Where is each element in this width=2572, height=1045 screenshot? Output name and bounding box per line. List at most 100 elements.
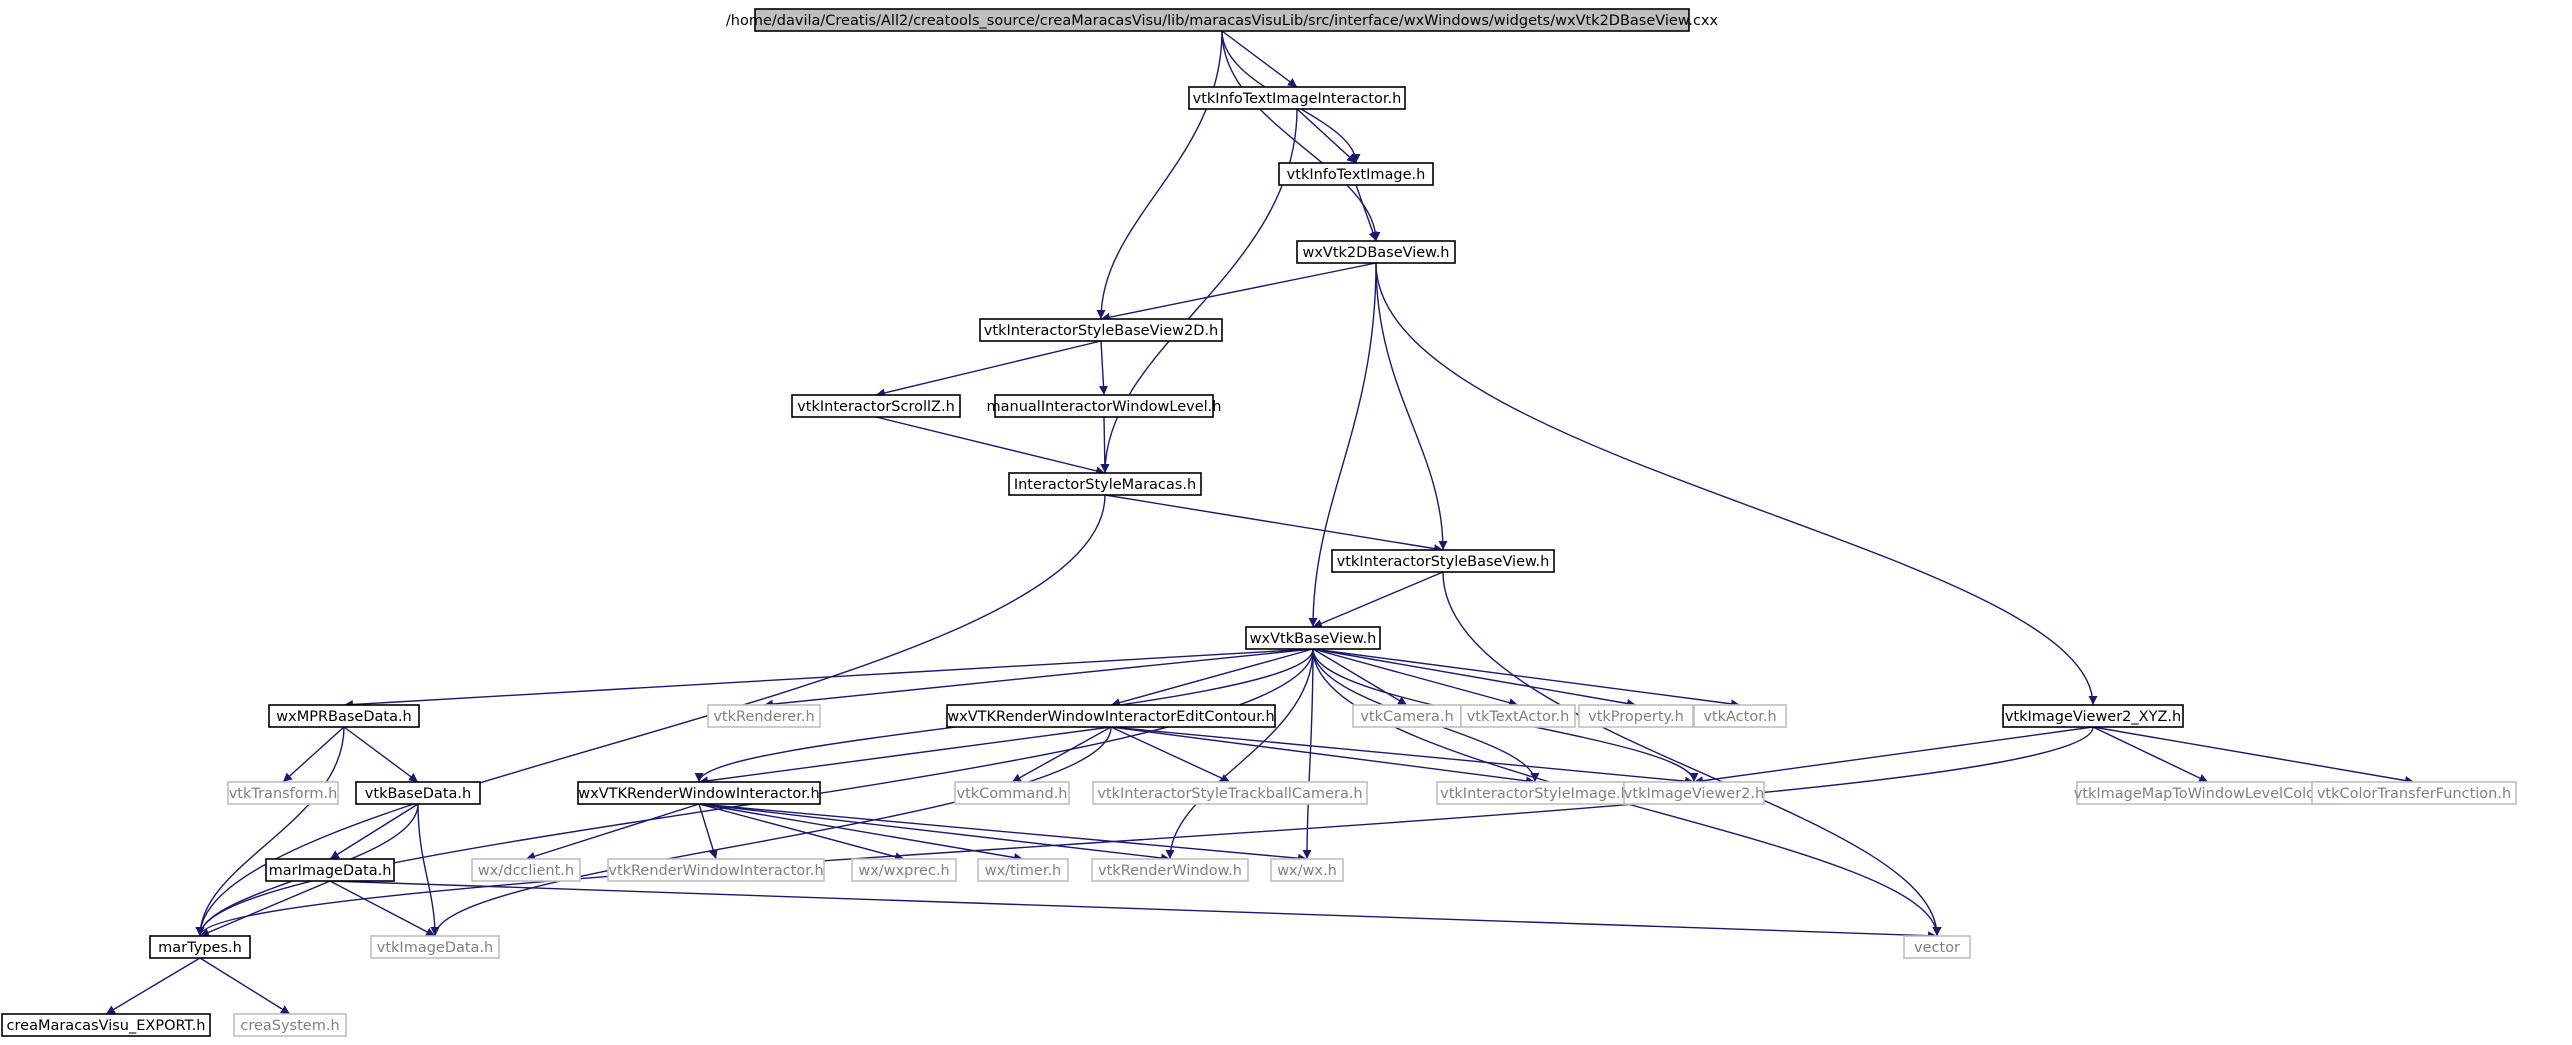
edge-vtk-image-viewer2-xyz-to-vtk-image-viewer2 <box>1693 726 2094 786</box>
node-vtk-interactor-style-trackball-camera: vtkInteractorStyleTrackballCamera.h <box>1092 781 1368 805</box>
edge-mar-types-to-crea-maracas-visu-export <box>105 957 201 1015</box>
node-label-vtk-command: vtkCommand.h <box>957 786 1068 802</box>
node-vtk-image-viewer2: vtkImageViewer2.h <box>1623 781 1765 805</box>
edge-wx-vtk2-dbase-view-to-wx-vtk-base-view <box>1308 262 1377 628</box>
node-mar-image-data[interactable]: marImageData.h <box>265 858 395 882</box>
node-vtk-interactor-style-base-view[interactable]: vtkInteractorStyleBaseView.h <box>1331 549 1555 573</box>
edge-root-to-wx-vtk2-dbase-view <box>1221 30 1381 242</box>
node-label-vtk-image-map-to-window-level-colors: vtkImageMapToWindowLevelColors.h <box>2074 786 2343 802</box>
node-vtk-command: vtkCommand.h <box>954 781 1070 805</box>
node-label-wxtimer: wx/timer.h <box>985 863 1062 879</box>
edge-wx-vtk-base-view-to-wx-vtkrender-window-interactor-edit-contour <box>1110 648 1314 707</box>
node-root: /home/davila/Creatis/All2/creatools_sour… <box>726 8 1719 32</box>
node-box-vtk-image-viewer2-xyz <box>2002 704 2184 728</box>
node-vtk-interactor-scroll-z[interactable]: vtkInteractorScrollZ.h <box>791 394 961 418</box>
node-label-vtk-info-text-image-interactor: vtkInfoTextImageInteractor.h <box>1193 91 1402 107</box>
node-vtk-base-data[interactable]: vtkBaseData.h <box>355 781 481 805</box>
node-box-vtk-render-window <box>1091 858 1249 882</box>
edge-vtk-interactor-style-base-view-to-wx-vtk-base-view <box>1312 571 1444 628</box>
node-vtk-render-window: vtkRenderWindow.h <box>1091 858 1249 882</box>
node-label-wx-vtk-base-view: wxVtkBaseView.h <box>1250 631 1377 647</box>
node-box-root <box>754 8 1690 32</box>
edge-wx-mprbase-data-to-vtk-transform <box>282 726 345 783</box>
node-mar-types[interactable]: marTypes.h <box>149 935 251 959</box>
node-box-vtk-renderer <box>707 704 821 728</box>
node-wx-vtk2-dbase-view[interactable]: wxVtk2DBaseView.h <box>1296 240 1456 264</box>
node-vtk-color-transfer-function: vtkColorTransferFunction.h <box>2311 781 2517 805</box>
node-box-vtk-info-text-image-interactor <box>1188 86 1406 110</box>
edge-vtk-image-viewer2-xyz-to-vtk-image-map-to-window-level-colors <box>2092 726 2209 783</box>
node-vtk-info-text-image[interactable]: vtkInfoTextImage.h <box>1278 162 1434 186</box>
edge-vtk-image-viewer2-xyz-to-vtk-color-transfer-function <box>2092 726 2415 785</box>
node-label-wxwxprec: wx/wxprec.h <box>858 863 949 879</box>
node-wx-mprbase-data[interactable]: wxMPRBaseData.h <box>268 704 420 728</box>
node-label-crea-system: creaSystem.h <box>240 1018 339 1034</box>
edge-mar-image-data-to-mar-types <box>199 880 331 937</box>
node-box-wx-vtk-base-view <box>1245 626 1381 650</box>
node-vtk-property: vtkProperty.h <box>1578 704 1694 728</box>
node-box-vtk-info-text-image <box>1278 162 1434 186</box>
node-vector: vector <box>1903 935 1971 959</box>
node-label-interactor-style-maracas: InteractorStyleMaracas.h <box>1014 477 1196 493</box>
edge-vtk-interactor-scroll-z-to-interactor-style-maracas <box>875 416 1106 476</box>
edge-vtk-info-text-image-to-wx-vtk2-dbase-view <box>1355 184 1378 242</box>
node-wxwxprec: wx/wxprec.h <box>851 858 957 882</box>
edge-wx-vtk-base-view-to-vtk-property <box>1312 648 1637 708</box>
edge-vtk-interactor-style-base-view2-d-to-manual-interactor-window-level <box>1099 340 1108 396</box>
edge-wx-vtkrender-window-interactor-to-wxwx <box>698 803 1308 863</box>
node-label-wx-vtk2-dbase-view: wxVtk2DBaseView.h <box>1302 245 1449 261</box>
node-vtk-image-viewer2-xyz[interactable]: vtkImageViewer2_XYZ.h <box>2002 704 2184 728</box>
node-box-vtk-command <box>954 781 1070 805</box>
node-label-vtk-interactor-style-trackball-camera: vtkInteractorStyleTrackballCamera.h <box>1097 786 1362 802</box>
node-interactor-style-maracas[interactable]: InteractorStyleMaracas.h <box>1008 472 1202 496</box>
node-label-vtk-interactor-scroll-z: vtkInteractorScrollZ.h <box>797 399 955 415</box>
edge-wx-vtkrender-window-interactor-edit-contour-to-vtk-image-data <box>430 726 1112 937</box>
edge-mar-image-data-to-vector <box>329 880 1938 941</box>
node-label-wxdcclient: wx/dcclient.h <box>478 863 574 879</box>
node-vtk-interactor-style-base-view2-d[interactable]: vtkInteractorStyleBaseView2D.h <box>979 318 1223 342</box>
node-wxwx: wx/wx.h <box>1270 858 1344 882</box>
node-label-vtk-info-text-image: vtkInfoTextImage.h <box>1287 167 1426 183</box>
node-manual-interactor-window-level[interactable]: manualInteractorWindowLevel.h <box>987 394 1222 418</box>
node-box-vtk-interactor-style-base-view <box>1331 549 1555 573</box>
node-box-wx-vtkrender-window-interactor-edit-contour <box>946 704 1276 728</box>
node-label-vtk-camera: vtkCamera.h <box>1360 709 1453 725</box>
node-label-vtk-transform: vtkTransform.h <box>229 786 338 802</box>
edge-wx-vtkrender-window-interactor-edit-contour-to-vtk-interactor-style-image <box>1110 726 1536 786</box>
edge-vtk-base-data-to-vtk-image-data <box>417 803 440 937</box>
edge-wx-vtk2-dbase-view-to-vtk-interactor-style-base-view <box>1375 262 1448 551</box>
node-box-vtk-render-window-interactor <box>607 858 825 882</box>
node-box-vtk-interactor-style-base-view2-d <box>979 318 1223 342</box>
node-label-vtk-text-actor: vtkTextActor.h <box>1467 709 1570 725</box>
file-nodes: /home/davila/Creatis/All2/creatools_sour… <box>1 8 2517 1037</box>
edge-wx-vtkrender-window-interactor-to-wxdcclient <box>525 803 700 861</box>
node-label-wx-mprbase-data: wxMPRBaseData.h <box>276 709 412 725</box>
edge-wx-vtkrender-window-interactor-to-vtk-render-window <box>698 803 1171 863</box>
node-wx-vtk-base-view[interactable]: wxVtkBaseView.h <box>1245 626 1381 650</box>
edge-wx-vtk-base-view-to-vtk-actor <box>1312 648 1741 709</box>
node-wxdcclient: wx/dcclient.h <box>471 858 581 882</box>
edge-wx-mprbase-data-to-vtk-base-data <box>343 726 419 783</box>
node-label-manual-interactor-window-level: manualInteractorWindowLevel.h <box>987 399 1222 415</box>
node-box-wx-vtk2-dbase-view <box>1296 240 1456 264</box>
edge-mar-image-data-to-vtk-image-data <box>329 880 436 937</box>
node-vtk-info-text-image-interactor[interactable]: vtkInfoTextImageInteractor.h <box>1188 86 1406 110</box>
node-box-vtk-transform <box>227 781 339 805</box>
node-vtk-transform: vtkTransform.h <box>227 781 339 805</box>
node-box-wxdcclient <box>471 858 581 882</box>
edge-wx-vtkrender-window-interactor-edit-contour-to-wx-vtkrender-window-interactor <box>698 726 1112 786</box>
edge-interactor-style-maracas-to-mar-types <box>195 494 1106 937</box>
node-box-manual-interactor-window-level <box>994 394 1214 418</box>
node-crea-maracas-visu-export[interactable]: creaMaracasVisu_EXPORT.h <box>1 1013 211 1037</box>
node-vtk-image-map-to-window-level-colors: vtkImageMapToWindowLevelColors.h <box>2074 781 2343 805</box>
edge-wx-vtk-base-view-to-wxwx <box>1302 648 1314 860</box>
node-box-mar-image-data <box>265 858 395 882</box>
node-wx-vtkrender-window-interactor[interactable]: wxVTKRenderWindowInteractor.h <box>577 781 821 805</box>
node-box-vtk-text-actor <box>1460 704 1576 728</box>
node-wx-vtkrender-window-interactor-edit-contour[interactable]: wxVTKRenderWindowInteractorEditContour.h <box>946 704 1276 728</box>
node-box-vtk-image-viewer2 <box>1623 781 1765 805</box>
edge-wx-vtkrender-window-interactor-to-wxtimer <box>698 803 1024 862</box>
node-label-vtk-image-viewer2-xyz: vtkImageViewer2_XYZ.h <box>2005 709 2181 725</box>
node-label-vtk-base-data: vtkBaseData.h <box>365 786 471 802</box>
edge-wx-vtkrender-window-interactor-edit-contour-to-vtk-interactor-style-trackball-camera <box>1110 726 1231 783</box>
